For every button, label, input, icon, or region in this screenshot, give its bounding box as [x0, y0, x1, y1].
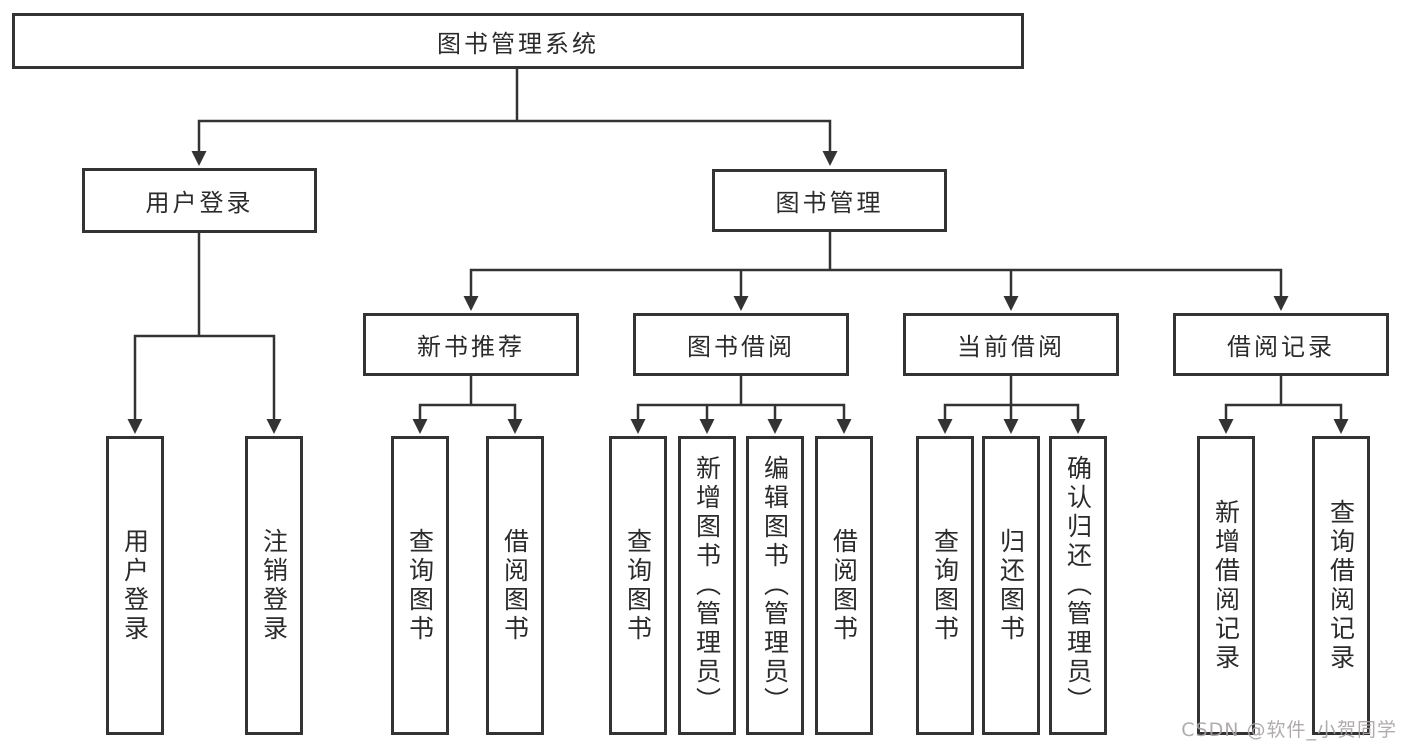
leaf-user-login-label: 用户登录 — [120, 527, 150, 644]
leaf-nbr-borrow-book: 借阅图书 — [486, 436, 544, 735]
node-book-borrow: 图书借阅 — [633, 313, 849, 376]
leaf-nbr-borrow-book-label: 借阅图书 — [500, 527, 530, 644]
leaf-bb-add-book-admin: 新增图书（管理员） — [678, 436, 736, 735]
leaf-cb-confirm-return-admin-label: 确认归还（管理员） — [1063, 455, 1093, 716]
leaf-cb-query-book-label: 查询图书 — [930, 527, 960, 644]
leaf-cb-confirm-return-admin: 确认归还（管理员） — [1049, 436, 1107, 735]
leaf-bb-edit-book-admin-label: 编辑图书（管理员） — [760, 455, 790, 716]
leaf-nbr-query-book: 查询图书 — [391, 436, 449, 735]
leaf-logout-label: 注销登录 — [259, 527, 289, 644]
node-new-book-recommend: 新书推荐 — [363, 313, 579, 376]
leaf-cb-query-book: 查询图书 — [916, 436, 974, 735]
leaf-br-add-record: 新增借阅记录 — [1197, 436, 1255, 735]
leaf-br-query-record: 查询借阅记录 — [1312, 436, 1370, 735]
leaf-logout: 注销登录 — [245, 436, 303, 735]
leaf-user-login: 用户登录 — [106, 436, 164, 735]
csdn-watermark: CSDN @软件_小贺同学 — [1181, 719, 1397, 741]
leaf-cb-return-book-label: 归还图书 — [996, 527, 1026, 644]
leaf-nbr-query-book-label: 查询图书 — [405, 527, 435, 644]
leaf-bb-edit-book-admin: 编辑图书（管理员） — [746, 436, 804, 735]
node-borrow-records: 借阅记录 — [1173, 313, 1389, 376]
leaf-bb-borrow-book-label: 借阅图书 — [829, 527, 859, 644]
leaf-bb-borrow-book: 借阅图书 — [815, 436, 873, 735]
node-library-management-system: 图书管理系统 — [12, 13, 1024, 69]
node-book-management: 图书管理 — [712, 169, 947, 232]
node-user-login: 用户登录 — [82, 168, 317, 233]
leaf-bb-query-book-label: 查询图书 — [623, 527, 653, 644]
leaf-bb-add-book-admin-label: 新增图书（管理员） — [692, 455, 722, 716]
leaf-bb-query-book: 查询图书 — [609, 436, 667, 735]
leaf-br-add-record-label: 新增借阅记录 — [1211, 498, 1241, 673]
leaf-br-query-record-label: 查询借阅记录 — [1326, 498, 1356, 673]
node-current-borrow: 当前借阅 — [903, 313, 1119, 376]
leaf-cb-return-book: 归还图书 — [982, 436, 1040, 735]
